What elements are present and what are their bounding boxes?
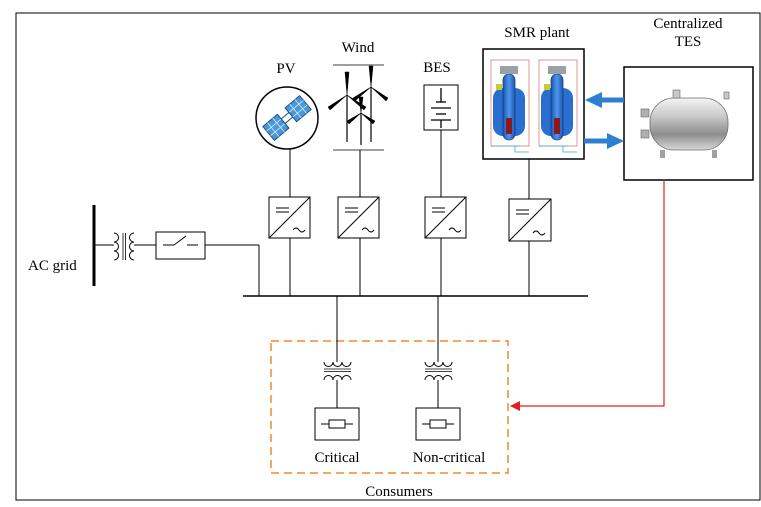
converter-pv — [268, 196, 311, 239]
battery-icon — [431, 88, 451, 128]
converter-smr — [508, 198, 552, 242]
diagram-frame — [15, 12, 761, 501]
converter-wind — [337, 196, 380, 239]
arrow-left-icon — [585, 92, 602, 108]
consumers: Consumers Critical — [270, 296, 509, 500]
ac-grid: AC grid — [28, 205, 260, 296]
critical-transformer-icon — [323, 361, 352, 381]
resistor-icon — [321, 419, 353, 429]
wind-source: Wind — [327, 40, 389, 197]
ac-grid-label: AC grid — [28, 258, 77, 274]
heat-flow-arrows — [584, 92, 624, 149]
tes-storage: Centralized TES — [623, 16, 754, 181]
bes-label: BES — [423, 60, 451, 76]
tes-consumers-link — [510, 180, 665, 411]
tes-label-line1: Centralized — [653, 16, 723, 32]
solar-panel-icon — [262, 94, 312, 142]
pv-source: PV — [255, 61, 319, 197]
pv-label: PV — [276, 61, 295, 77]
wind-label: Wind — [342, 40, 375, 56]
reactor-module-icon — [538, 59, 578, 153]
switch-icon — [163, 235, 198, 246]
noncritical-transformer-icon — [424, 361, 453, 381]
critical-label: Critical — [315, 450, 360, 466]
consumers-label: Consumers — [365, 484, 433, 500]
storage-tank-icon — [640, 89, 730, 158]
consumers-box — [270, 340, 509, 474]
wind-turbine-icon — [327, 65, 389, 145]
reactor-module-icon — [490, 59, 530, 153]
tes-label-line2: TES — [675, 34, 702, 50]
smr-label: SMR plant — [504, 25, 570, 41]
smr-plant: SMR plant — [482, 25, 585, 199]
grid-transformer-icon — [113, 232, 135, 261]
resistor-icon — [422, 419, 454, 429]
bes-source: BES — [423, 60, 459, 197]
noncritical-label: Non-critical — [413, 450, 485, 466]
converter-bes — [424, 196, 467, 239]
arrow-right-icon — [607, 133, 624, 149]
